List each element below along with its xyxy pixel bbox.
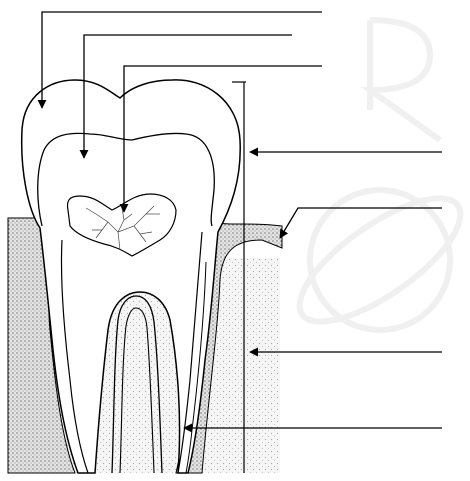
watermark: [282, 20, 470, 343]
